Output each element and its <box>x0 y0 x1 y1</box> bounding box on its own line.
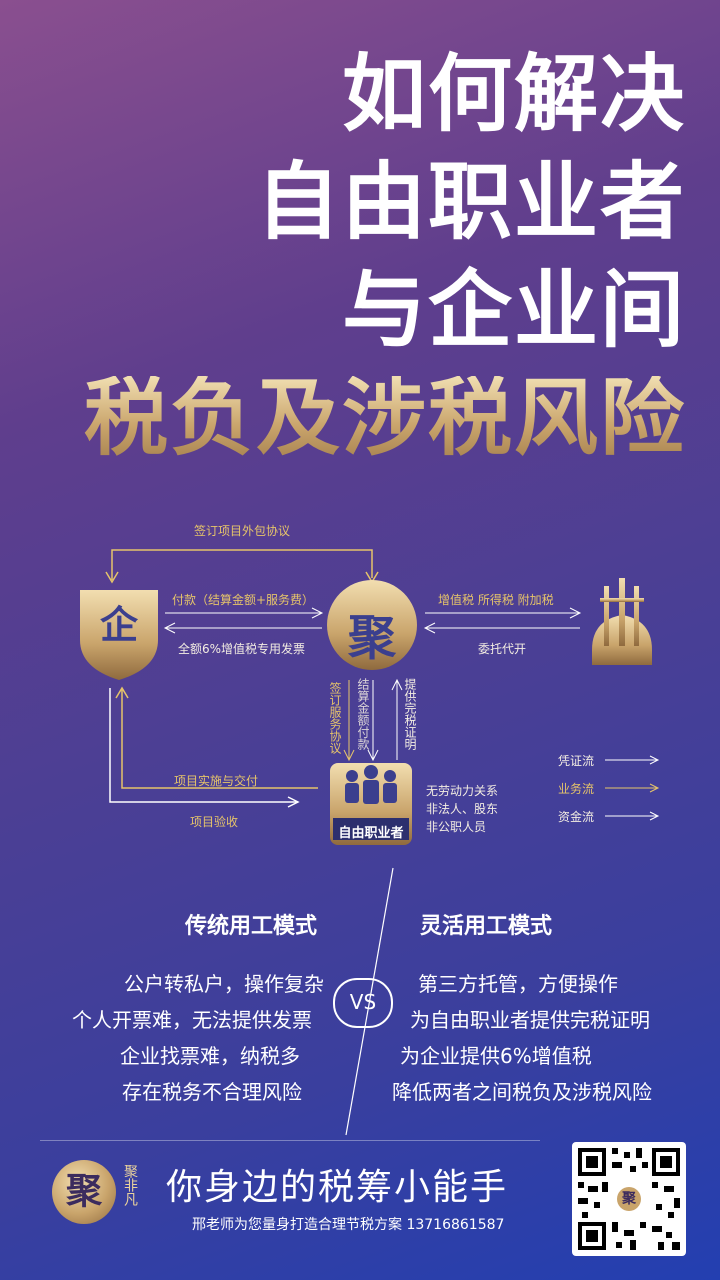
entrust-label: 委托代开 <box>478 642 527 656</box>
qr-center-char: 聚 <box>622 1191 636 1207</box>
platform-char: 聚 <box>347 610 396 666</box>
right-point-4: 降低两者之间税负及涉税风险 <box>392 1080 652 1104</box>
contact-info: 邢老师为您量身打造合理节税方案 13716861587 <box>192 1217 505 1233</box>
flexible-mode-title: 灵活用工模式 <box>420 914 553 939</box>
right-point-2: 为自由职业者提供完税证明 <box>410 1008 650 1032</box>
freelancer-desc-2: 非法人、股东 <box>426 802 499 816</box>
accept-arrow <box>109 688 298 803</box>
flow-diagram <box>80 549 660 845</box>
invoice-label: 全额6%增值税专用发票 <box>178 642 306 656</box>
legend-business: 业务流 <box>558 782 595 796</box>
left-point-2: 个人开票难，无法提供发票 <box>72 1008 312 1032</box>
title-line-2: 自由职业者 <box>255 153 686 251</box>
footer-divider <box>40 1140 540 1141</box>
tax-proof-label: 提供完税证明 <box>403 678 417 750</box>
taxes-label: 增值税 所得税 附加税 <box>438 593 554 607</box>
vs-badge: VS <box>333 978 393 1028</box>
legend-voucher: 凭证流 <box>558 754 595 768</box>
enterprise-char: 企 <box>99 603 138 647</box>
agreement-arrow <box>111 549 373 580</box>
people-icon <box>345 765 397 804</box>
slogan: 你身边的税筹小能手 <box>166 1167 509 1208</box>
tax-bureau-icon <box>592 578 652 665</box>
brand-logo-icon: 聚 <box>52 1160 116 1224</box>
title-line-4: 税负及涉税风险 <box>83 369 686 467</box>
freelancer-desc-1: 无劳动力关系 <box>426 784 499 798</box>
title-line-3: 与企业间 <box>341 261 686 359</box>
payment-label: 付款（结算金额+服务费） <box>172 593 315 607</box>
left-point-3: 企业找票难，纳税多 <box>120 1044 300 1068</box>
legend-funds: 资金流 <box>558 810 595 824</box>
platform-circle-icon <box>327 580 417 670</box>
qr-code-icon[interactable]: 聚 <box>572 1142 686 1256</box>
freelancer-label: 自由职业者 <box>338 826 404 841</box>
project-accept-label: 项目验收 <box>190 815 239 829</box>
brand-name: 聚非凡 <box>122 1164 138 1206</box>
left-point-1: 公户转私户，操作复杂 <box>124 972 324 996</box>
right-point-3: 为企业提供6%增值税 <box>400 1044 592 1068</box>
settle-pay-label: 结算金额付款 <box>356 678 370 750</box>
top-agreement-label: 签订项目外包协议 <box>194 524 291 538</box>
sign-service-label: 签订服务协议 <box>328 682 342 754</box>
right-point-1: 第三方托管，方便操作 <box>418 972 618 996</box>
delivery-arrow <box>121 688 318 789</box>
enterprise-shield-icon <box>80 590 158 680</box>
freelancer-desc-3: 非公职人员 <box>426 820 487 834</box>
left-point-4: 存在税务不合理风险 <box>122 1080 302 1104</box>
project-delivery-label: 项目实施与交付 <box>174 774 259 788</box>
traditional-mode-title: 传统用工模式 <box>185 914 318 939</box>
title-line-1: 如何解决 <box>341 45 686 143</box>
